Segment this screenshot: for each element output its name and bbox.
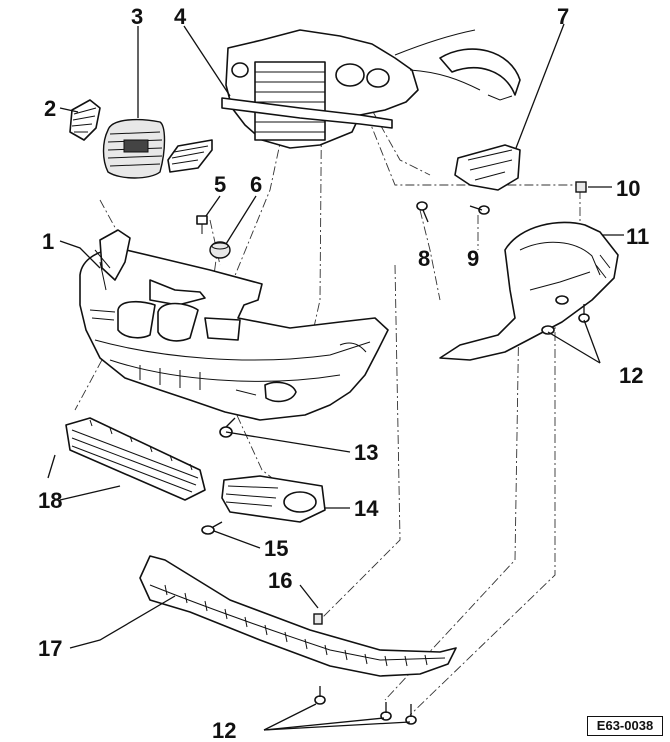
callout-18: 18 (38, 488, 62, 513)
callout-12-bottom: 12 (212, 718, 236, 742)
callout-5: 5 (214, 172, 226, 197)
screw-13 (219, 417, 236, 438)
fog-lamp-grille (221, 475, 326, 523)
bumper-cover (79, 229, 389, 421)
callout-6: 6 (250, 172, 262, 197)
fastener-5 (196, 215, 208, 234)
callout-2: 2 (44, 96, 56, 121)
screw-9 (469, 205, 490, 215)
callout-1: 1 (42, 229, 54, 254)
wheel-arch-edge (439, 48, 521, 101)
clip-6 (209, 241, 231, 259)
callout-8: 8 (418, 246, 430, 271)
clip-nut-10 (575, 181, 587, 193)
front-carrier-module (221, 29, 481, 149)
bumper-bracket (454, 144, 521, 191)
callout-leaders (59, 23, 624, 731)
callout-9: 9 (467, 246, 479, 271)
callout-3: 3 (131, 4, 143, 29)
callout-10: 10 (616, 176, 640, 201)
screw-15 (201, 521, 223, 535)
arch-screws (578, 304, 590, 323)
callout-16: 16 (268, 568, 292, 593)
center-grille (102, 118, 166, 179)
bottom-screws (314, 686, 417, 725)
callout-14: 14 (354, 496, 379, 521)
lower-spoiler (139, 555, 457, 677)
reference-code-box: E63-0038 (587, 716, 663, 736)
wheel-arch-liner (439, 221, 619, 361)
callout-13: 13 (354, 440, 378, 465)
callout-15: 15 (264, 536, 288, 561)
callout-12-arch: 12 (619, 363, 643, 388)
callout-11: 11 (626, 224, 649, 249)
callout-labels: 1 2 3 4 5 6 7 8 9 10 11 12 12 13 14 15 1… (38, 4, 649, 742)
side-grille-left (69, 99, 101, 141)
callout-4: 4 (174, 4, 187, 29)
lower-grille (47, 417, 206, 501)
clip-16 (313, 613, 323, 625)
callout-7: 7 (557, 4, 569, 29)
callout-17: 17 (38, 636, 62, 661)
screw-8 (416, 201, 429, 223)
side-grille-right (167, 139, 213, 173)
